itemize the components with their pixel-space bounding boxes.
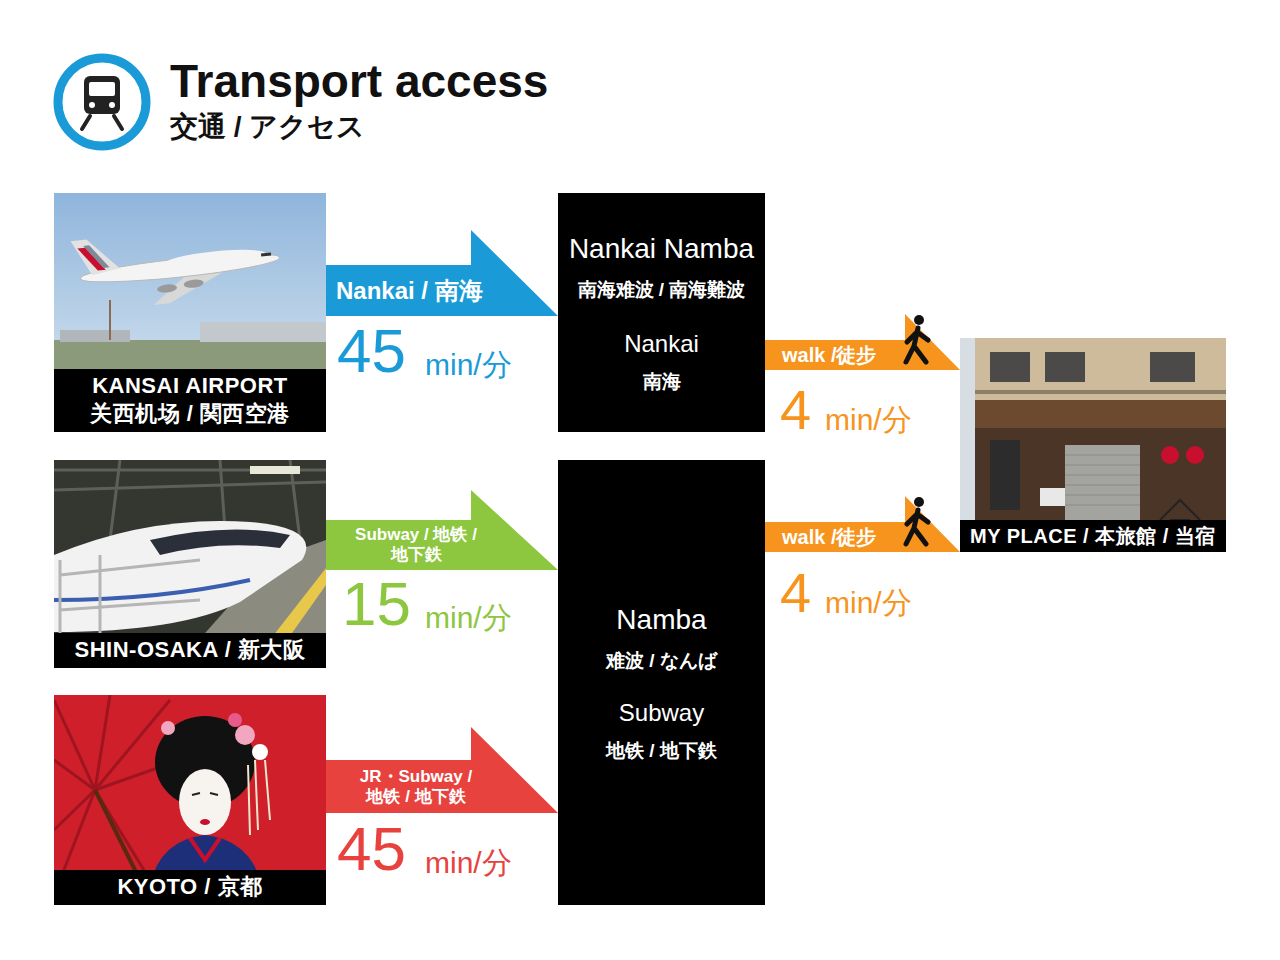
walker-icon <box>906 315 928 362</box>
train-photo <box>54 460 326 650</box>
travel-time: min/分 <box>425 350 512 380</box>
station-text: 南海 <box>563 371 760 394</box>
arrow-label-wrap: Nankai / 南海 <box>336 277 511 305</box>
station-text: Subway <box>563 699 760 728</box>
travel-time: 45 <box>337 320 406 382</box>
block-arrow <box>765 314 960 370</box>
travel-time: min/分 <box>425 603 512 633</box>
arrow-label-wrap: JR・Subway / 地铁 / 地下鉄 <box>351 767 481 806</box>
title-wrap: Transport access <box>170 56 548 107</box>
photo-box: KYOTO / 京都 <box>54 695 326 905</box>
arrow-label: Nankai / 南海 <box>336 277 511 305</box>
label-wrap: min/分 <box>425 603 512 633</box>
travel-time: 4 <box>780 382 811 438</box>
caption-text: KANSAI AIRPORT <box>60 372 320 401</box>
caption-band: KANSAI AIRPORT关西机场 / 関西空港 <box>54 369 326 432</box>
train-icon <box>58 58 146 146</box>
arrow-label: JR・Subway / 地铁 / 地下鉄 <box>351 767 481 806</box>
label-wrap: 45 <box>337 320 406 382</box>
caption-text: KYOTO / 京都 <box>60 873 320 902</box>
caption-band: SHIN-OSAKA / 新大阪 <box>54 633 326 668</box>
travel-time: 15 <box>342 573 411 635</box>
travel-time: min/分 <box>825 405 912 435</box>
travel-time: min/分 <box>825 588 912 618</box>
label-wrap: 4 <box>780 565 811 621</box>
caption-band: KYOTO / 京都 <box>54 870 326 905</box>
airplane-photo <box>54 193 326 393</box>
block-arrow <box>326 727 558 813</box>
block-arrow <box>326 230 558 316</box>
arrow-label-wrap: walk /徒步 <box>782 526 907 549</box>
station-text: 南海难波 / 南海難波 <box>563 279 760 302</box>
label-wrap: min/分 <box>425 350 512 380</box>
caption-text: MY PLACE / 本旅館 / 当宿 <box>966 523 1220 549</box>
arrow-label: Subway / 地铁 / 地下鉄 <box>351 525 481 564</box>
label-wrap: min/分 <box>825 405 912 435</box>
building-photo <box>960 338 1226 533</box>
station-box: Nankai Namba 南海难波 / 南海難波 Nankai 南海 <box>558 193 765 432</box>
travel-time: min/分 <box>425 848 512 878</box>
caption-text: SHIN-OSAKA / 新大阪 <box>60 636 320 665</box>
label-wrap: min/分 <box>825 588 912 618</box>
label-wrap: 交通 / アクセス <box>170 113 365 141</box>
walker-icon <box>906 497 928 544</box>
arrow-label-wrap: walk /徒步 <box>782 344 907 367</box>
travel-time: 4 <box>780 565 811 621</box>
photo-box: MY PLACE / 本旅館 / 当宿 <box>960 338 1226 552</box>
diagram-title: Transport access <box>170 56 548 107</box>
label-wrap: 45 <box>337 818 406 880</box>
station-text: Nankai <box>563 330 760 359</box>
station-text: 难波 / なんば <box>563 650 760 673</box>
label-wrap: 4 <box>780 382 811 438</box>
photo-box: KANSAI AIRPORT关西机场 / 関西空港 <box>54 193 326 432</box>
block-arrow <box>326 490 558 570</box>
station-text: Nankai Namba <box>563 232 760 266</box>
block-arrow <box>765 496 960 552</box>
arrow-label: walk /徒步 <box>782 344 907 367</box>
arrow-label-wrap: Subway / 地铁 / 地下鉄 <box>351 525 481 564</box>
geisha-photo <box>54 695 326 885</box>
station-text: 地铁 / 地下鉄 <box>563 740 760 763</box>
label-wrap: 15 <box>342 573 411 635</box>
caption-band: MY PLACE / 本旅館 / 当宿 <box>960 520 1226 552</box>
station-box: Namba 难波 / なんば Subway 地铁 / 地下鉄 <box>558 460 765 905</box>
photo-box: SHIN-OSAKA / 新大阪 <box>54 460 326 668</box>
subtitle: 交通 / アクセス <box>170 113 365 141</box>
travel-time: 45 <box>337 818 406 880</box>
caption-text: 关西机场 / 関西空港 <box>60 400 320 429</box>
label-wrap: min/分 <box>425 848 512 878</box>
station-text: Namba <box>563 603 760 637</box>
arrow-label: walk /徒步 <box>782 526 907 549</box>
